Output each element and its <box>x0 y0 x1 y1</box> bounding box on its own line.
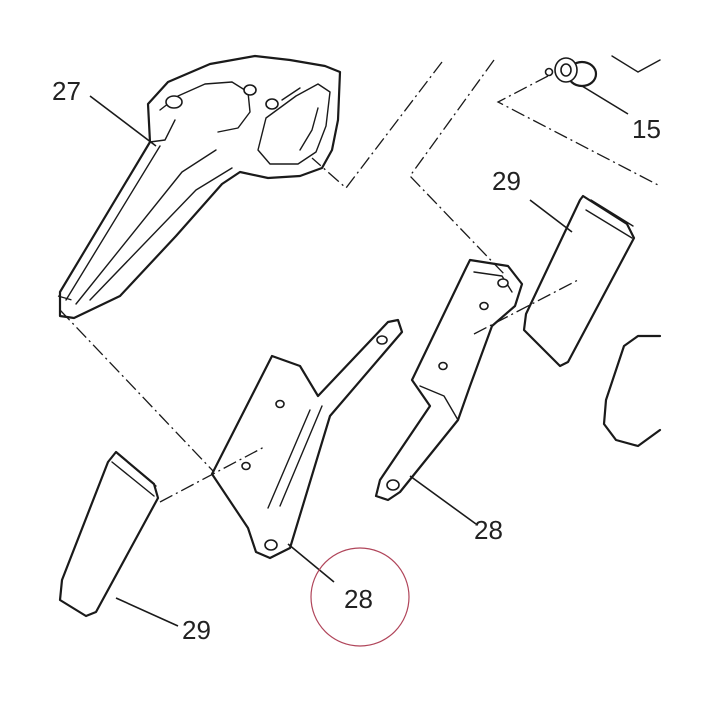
callout-29-upper: 29 <box>492 166 521 196</box>
partial-component-right <box>602 334 662 448</box>
callout-28-right: 28 <box>474 515 503 545</box>
part-15-washer <box>544 55 661 88</box>
callout-29-lower: 29 <box>182 615 211 645</box>
part-27-bracket <box>58 54 342 320</box>
highlight-circle <box>310 547 410 647</box>
part-28-plate-left <box>210 318 404 560</box>
assembly-lines <box>57 59 661 503</box>
callout-27: 27 <box>52 76 81 106</box>
leader-lines <box>89 85 629 627</box>
callout-28-left: 28 <box>344 584 373 614</box>
part-29-pad-lower <box>58 450 160 618</box>
part-28-plate-right <box>374 258 524 502</box>
callout-15: 15 <box>632 114 661 144</box>
callout-labels: 27 15 29 29 28 28 <box>52 76 661 645</box>
part-29-pad-upper <box>522 194 636 368</box>
